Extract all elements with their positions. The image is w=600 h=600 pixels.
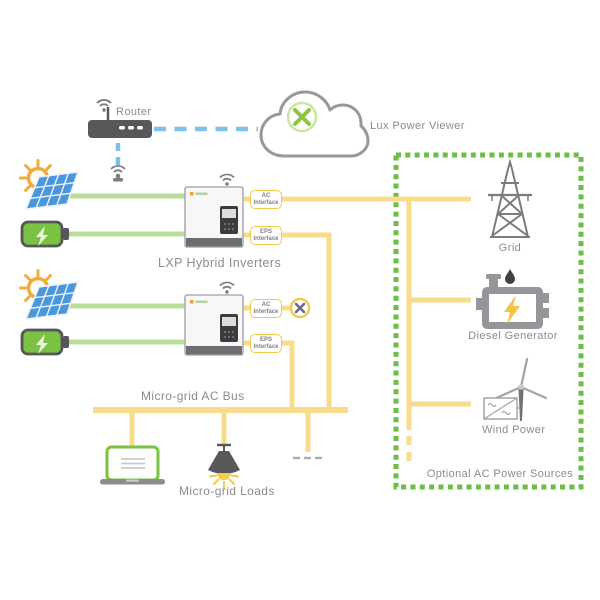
lamp-icon [208,443,240,490]
ac-interface-line2: Interface [253,199,279,206]
eps-interface-line2: Interface [253,235,279,242]
optional-sources-dotted-box [393,152,584,490]
grid-label: Grid [498,242,522,254]
eps-interface-badge-1: EPS Interface [250,226,282,245]
ac-interface-line1: AC [261,192,271,199]
eps-interface-line2: Interface [253,343,279,350]
loads-label: Micro-grid Loads [179,484,275,498]
battery-icon [20,220,69,248]
green-dc-wires [62,193,185,345]
eps-interface-badge-2: EPS Interface [250,334,282,353]
wifi-icon [219,173,235,186]
yellow-ac-wires [93,196,471,462]
disconnect-x-icon [289,297,311,319]
ac-interface-line2: Interface [253,308,279,315]
diesel-generator-icon [476,269,549,329]
ac-interface-badge-1: AC Interface [250,190,282,209]
blue-comm-wires [115,126,258,167]
solar-panel-icon [24,171,80,210]
battery-icon [20,328,69,356]
inverters-label: LXP Hybrid Inverters [158,256,282,270]
diesel-label: Diesel Generator [468,330,558,342]
grid-tower-icon [488,158,532,238]
eps-interface-line1: EPS [259,336,272,343]
wifi-icon [219,281,235,294]
ac-interface-line1: AC [261,301,271,308]
solar-panel-icon [24,281,80,320]
laptop-icon [100,445,165,485]
eps2-wire [243,340,295,410]
optional-sources-label: Optional AC Power Sources [426,468,574,480]
cloud-icon [259,90,370,158]
ac-bus-label: Micro-grid AC Bus [141,389,245,403]
wind-turbine-icon [483,357,548,421]
ac-interface-badge-2: AC Interface [250,299,282,318]
router-label: Router [116,106,152,118]
router-icon [88,99,152,138]
cloud-label: Lux Power Viewer [370,120,465,132]
wifi-receiver-icon [110,165,126,182]
lux-logo-x-icon [286,101,318,133]
wind-label: Wind Power [482,424,546,436]
inverter-icon [184,186,244,248]
eps-interface-line1: EPS [259,228,272,235]
inverter-icon [184,294,244,356]
